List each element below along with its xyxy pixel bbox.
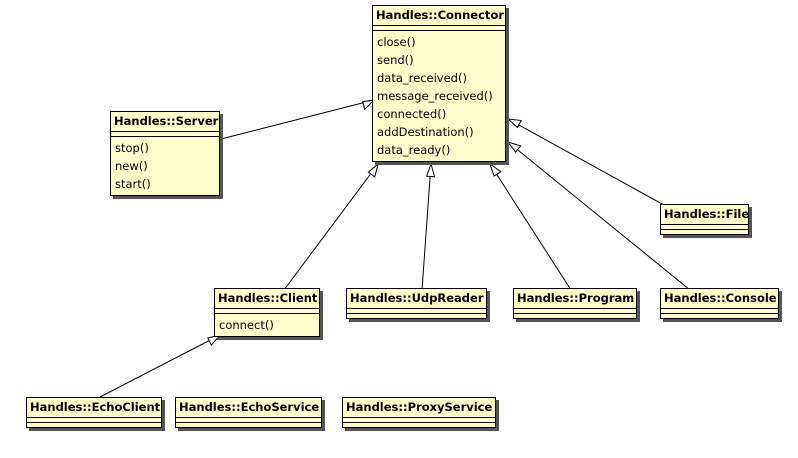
class-echoclient[interactable]: Handles::EchoClient (26, 397, 162, 428)
class-server[interactable]: Handles::Server stop() new() start() (110, 111, 220, 196)
class-proxyservice[interactable]: Handles::ProxyService (342, 397, 496, 428)
operations-compartment: close() send() data_received() message_r… (373, 31, 505, 161)
attributes-compartment (661, 309, 778, 314)
attributes-compartment (27, 418, 161, 423)
arrowhead-program-connector (489, 162, 502, 177)
edge-udpreader-connector (421, 163, 432, 291)
operation: connect() (219, 318, 274, 332)
class-file[interactable]: Handles::File (660, 204, 749, 235)
attributes-compartment (373, 26, 505, 31)
operation: start() (115, 177, 151, 191)
operations-compartment: stop() new() start() (111, 137, 219, 195)
attributes-compartment (343, 418, 495, 423)
arrowhead-file-connector (506, 118, 522, 129)
operation: connected() (377, 107, 447, 121)
edge-console-connector (507, 141, 691, 291)
class-name: Handles::File (661, 205, 749, 225)
arrowhead-udpreader-connector (425, 162, 436, 178)
operations-compartment (347, 314, 486, 318)
operations-compartment (661, 314, 778, 318)
operations-compartment (27, 423, 161, 427)
operation: new() (115, 159, 148, 173)
edge-file-connector (507, 118, 665, 206)
edge-server-connector (220, 99, 375, 140)
edge-client-connector (283, 163, 379, 291)
operations-compartment: connect() (215, 314, 319, 336)
operation: close() (377, 35, 416, 49)
class-program[interactable]: Handles::Program (513, 288, 637, 319)
arrowhead-console-connector (506, 141, 522, 153)
operation: stop() (115, 141, 149, 155)
operations-compartment (343, 423, 495, 427)
operation: addDestination() (377, 125, 474, 139)
attributes-compartment (514, 309, 636, 314)
class-console[interactable]: Handles::Console (660, 288, 779, 319)
edge-program-connector (489, 163, 572, 291)
operation: data_ready() (377, 143, 451, 157)
attributes-compartment (111, 132, 219, 137)
operations-compartment (514, 314, 636, 318)
class-name: Handles::EchoClient (27, 398, 161, 418)
class-name: Handles::Client (215, 289, 319, 309)
class-name: Handles::ProxyService (343, 398, 495, 418)
arrowhead-server-connector (362, 99, 376, 111)
class-client[interactable]: Handles::Client connect() (214, 288, 320, 337)
operation: send() (377, 53, 414, 67)
arrowhead-echoclient-client (207, 334, 222, 346)
class-udpreader[interactable]: Handles::UdpReader (346, 288, 487, 319)
operations-compartment (661, 230, 748, 234)
class-name: Handles::EchoService (176, 398, 321, 418)
operation: data_received() (377, 71, 467, 85)
edge-echoclient-client (99, 334, 221, 398)
class-name: Handles::Console (661, 289, 778, 309)
arrowhead-client-connector (367, 162, 379, 178)
attributes-compartment (661, 225, 748, 230)
class-name: Handles::UdpReader (347, 289, 486, 309)
class-echoservice[interactable]: Handles::EchoService (175, 397, 322, 428)
attributes-compartment (215, 309, 319, 314)
class-name: Handles::Server (111, 112, 219, 132)
operation: message_received() (377, 89, 493, 103)
attributes-compartment (176, 418, 321, 423)
operations-compartment (176, 423, 321, 427)
class-name: Handles::Connector (373, 6, 505, 26)
class-connector[interactable]: Handles::Connector close() send() data_r… (372, 5, 506, 162)
attributes-compartment (347, 309, 486, 314)
class-name: Handles::Program (514, 289, 636, 309)
